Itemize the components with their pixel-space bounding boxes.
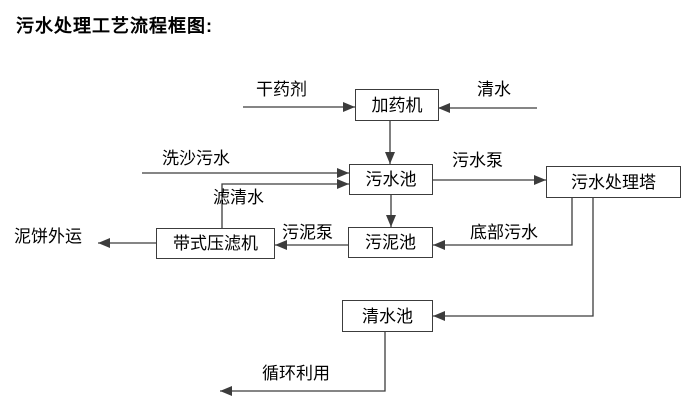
flow-label-filtered-water: 滤清水 <box>213 188 264 207</box>
node-sewage-pool: 污水池 <box>349 164 433 195</box>
flow-label-dry-chemical: 干药剂 <box>256 80 307 99</box>
flow-label-mud-cake-out: 泥饼外运 <box>14 227 82 246</box>
node-sludge-pool: 污泥池 <box>348 227 433 258</box>
arrow-recycling-out <box>220 332 386 396</box>
node-belt-filter-press: 带式压滤机 <box>156 228 275 259</box>
flow-label-recycling: 循环利用 <box>262 364 330 383</box>
node-treatment-tower: 污水处理塔 <box>546 166 681 198</box>
arrow-treatment-tower-to-clean-water-pool <box>433 198 594 321</box>
page-title: 污水处理工艺流程框图: <box>16 16 213 36</box>
flow-label-sludge-pump: 污泥泵 <box>282 223 333 242</box>
node-clean-water-pool: 清水池 <box>342 300 433 332</box>
arrow-filtered-water-to-sewage-pool <box>221 179 349 228</box>
flow-label-sewage-pump: 污水泵 <box>452 151 503 170</box>
node-dosing-machine: 加药机 <box>355 89 439 121</box>
flow-label-sand-washing-sewage: 洗沙污水 <box>162 149 230 168</box>
flow-label-bottom-sewage: 底部污水 <box>470 223 538 242</box>
arrow-bottom-sewage-to-sludge-pool <box>433 198 573 250</box>
flow-label-clean-water: 清水 <box>477 80 511 99</box>
